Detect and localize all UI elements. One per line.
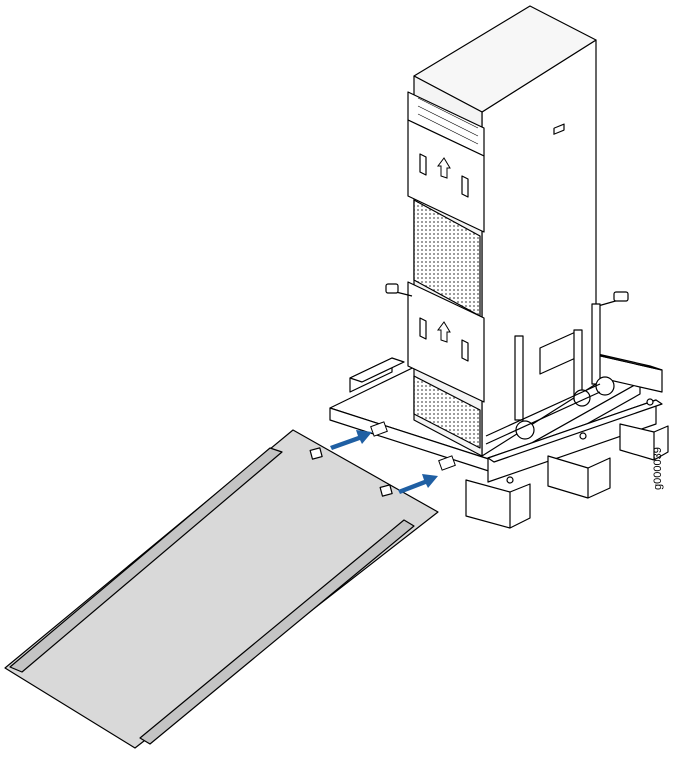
jack-post [591,303,601,385]
pallet-foot-front [465,479,531,529]
cover-handle [461,175,469,198]
serial-label [553,123,565,135]
cover-handle [461,339,469,362]
loading-ramp [4,429,439,749]
lift-arrow-icon [437,321,451,343]
jack-post [514,335,524,421]
pallet-brackets [370,421,456,471]
router-chassis [407,5,597,457]
push-arrow-icon [398,474,438,494]
jack-crank-handle [613,291,629,302]
lift-arrow-icon [437,157,451,179]
ramp-rail-right [139,519,415,745]
push-arrow-icon [330,430,372,450]
ramp-bracket [370,421,388,437]
status-led-strip [417,97,479,145]
ramp-bracket [379,484,393,497]
ramp-surface [4,429,439,749]
leveling-jacks [385,283,629,445]
cover-handle [419,153,427,176]
ramp-bracket [438,455,456,471]
figure-id-label: g000039 [652,447,664,490]
cover-handle [419,317,427,340]
jack-crank-handle [385,283,399,294]
lower-vent [413,375,481,449]
pallet-foot-middle [547,455,611,499]
ramp-rail-left [9,447,283,673]
ramp-bracket [309,447,323,460]
